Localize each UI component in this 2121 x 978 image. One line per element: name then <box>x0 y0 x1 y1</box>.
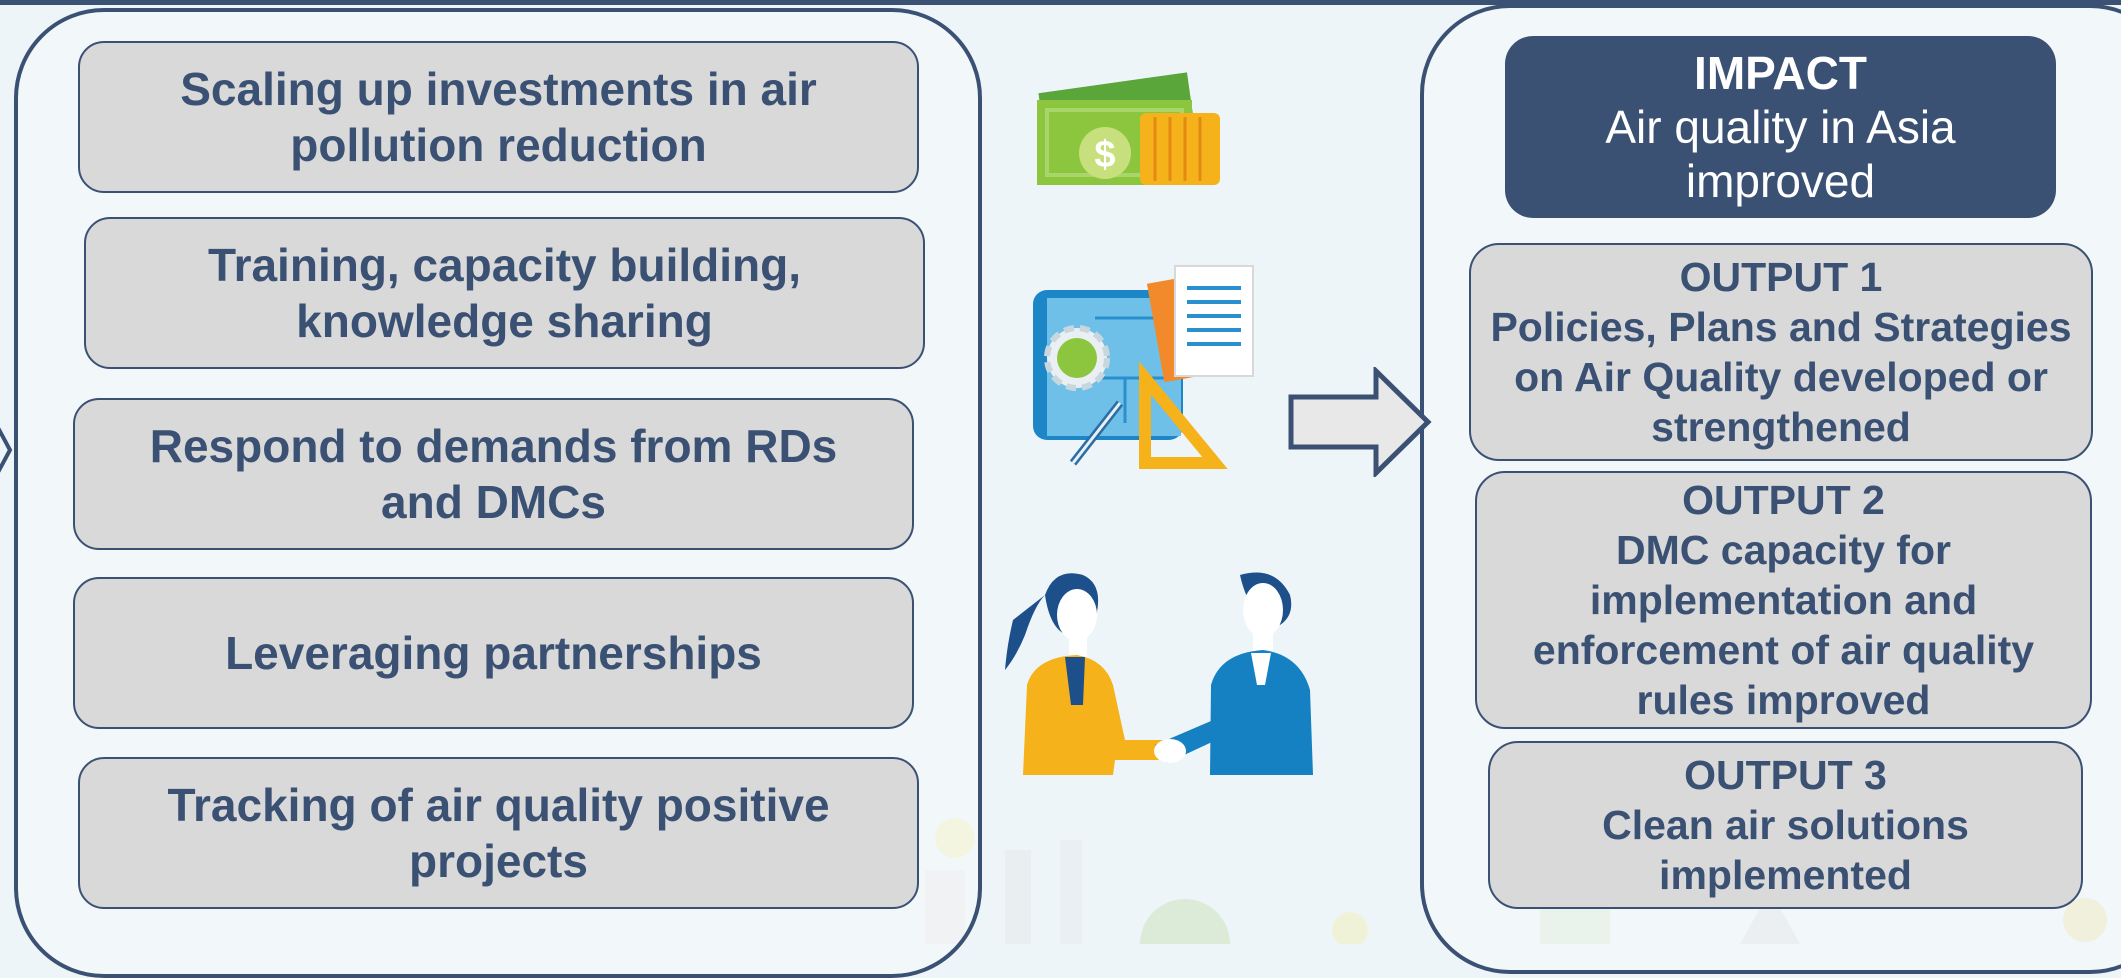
handshake-icon <box>1005 572 1313 775</box>
output-description: DMC capacity for implementation and enfo… <box>1532 527 2035 723</box>
planning-documents-icon <box>1033 265 1254 469</box>
output-title: OUTPUT 3 <box>1684 752 1887 798</box>
right-arrow <box>1288 367 1432 477</box>
activity-box-tracking: Tracking of air quality positive project… <box>78 757 919 909</box>
top-border <box>0 0 2121 5</box>
incoming-arrow-tip <box>0 427 13 473</box>
activity-box-investments: Scaling up investments in air pollution … <box>78 41 919 193</box>
output-title: OUTPUT 2 <box>1682 477 1885 523</box>
activity-box-demands: Respond to demands from RDs and DMCs <box>73 398 914 550</box>
output-title: OUTPUT 1 <box>1679 254 1883 300</box>
impact-description: Air quality in Asia improved <box>1605 101 1956 207</box>
activity-label: Scaling up investments in air pollution … <box>180 63 817 171</box>
activity-box-partnerships: Leveraging partnerships <box>73 577 914 729</box>
output-box-3: OUTPUT 3 Clean air solutions implemented <box>1488 741 2083 909</box>
activity-label: Leveraging partnerships <box>225 627 762 679</box>
output-description: Clean air solutions implemented <box>1602 802 1969 898</box>
city-skyline-background <box>935 818 2107 944</box>
svg-text:$: $ <box>1094 134 1115 176</box>
activity-label: Tracking of air quality positive project… <box>167 779 830 887</box>
impact-title: IMPACT <box>1694 47 1867 99</box>
output-description: Policies, Plans and Strategies on Air Qu… <box>1490 304 2072 450</box>
output-box-1: OUTPUT 1 Policies, Plans and Strategies … <box>1469 243 2093 461</box>
activity-box-training: Training, capacity building, knowledge s… <box>84 217 925 369</box>
impact-box: IMPACT Air quality in Asia improved <box>1505 36 2056 218</box>
activity-label: Respond to demands from RDs and DMCs <box>149 420 838 528</box>
activity-label: Training, capacity building, knowledge s… <box>208 239 801 347</box>
output-box-2: OUTPUT 2 DMC capacity for implementation… <box>1475 471 2092 729</box>
money-icon: $ <box>1037 72 1220 185</box>
